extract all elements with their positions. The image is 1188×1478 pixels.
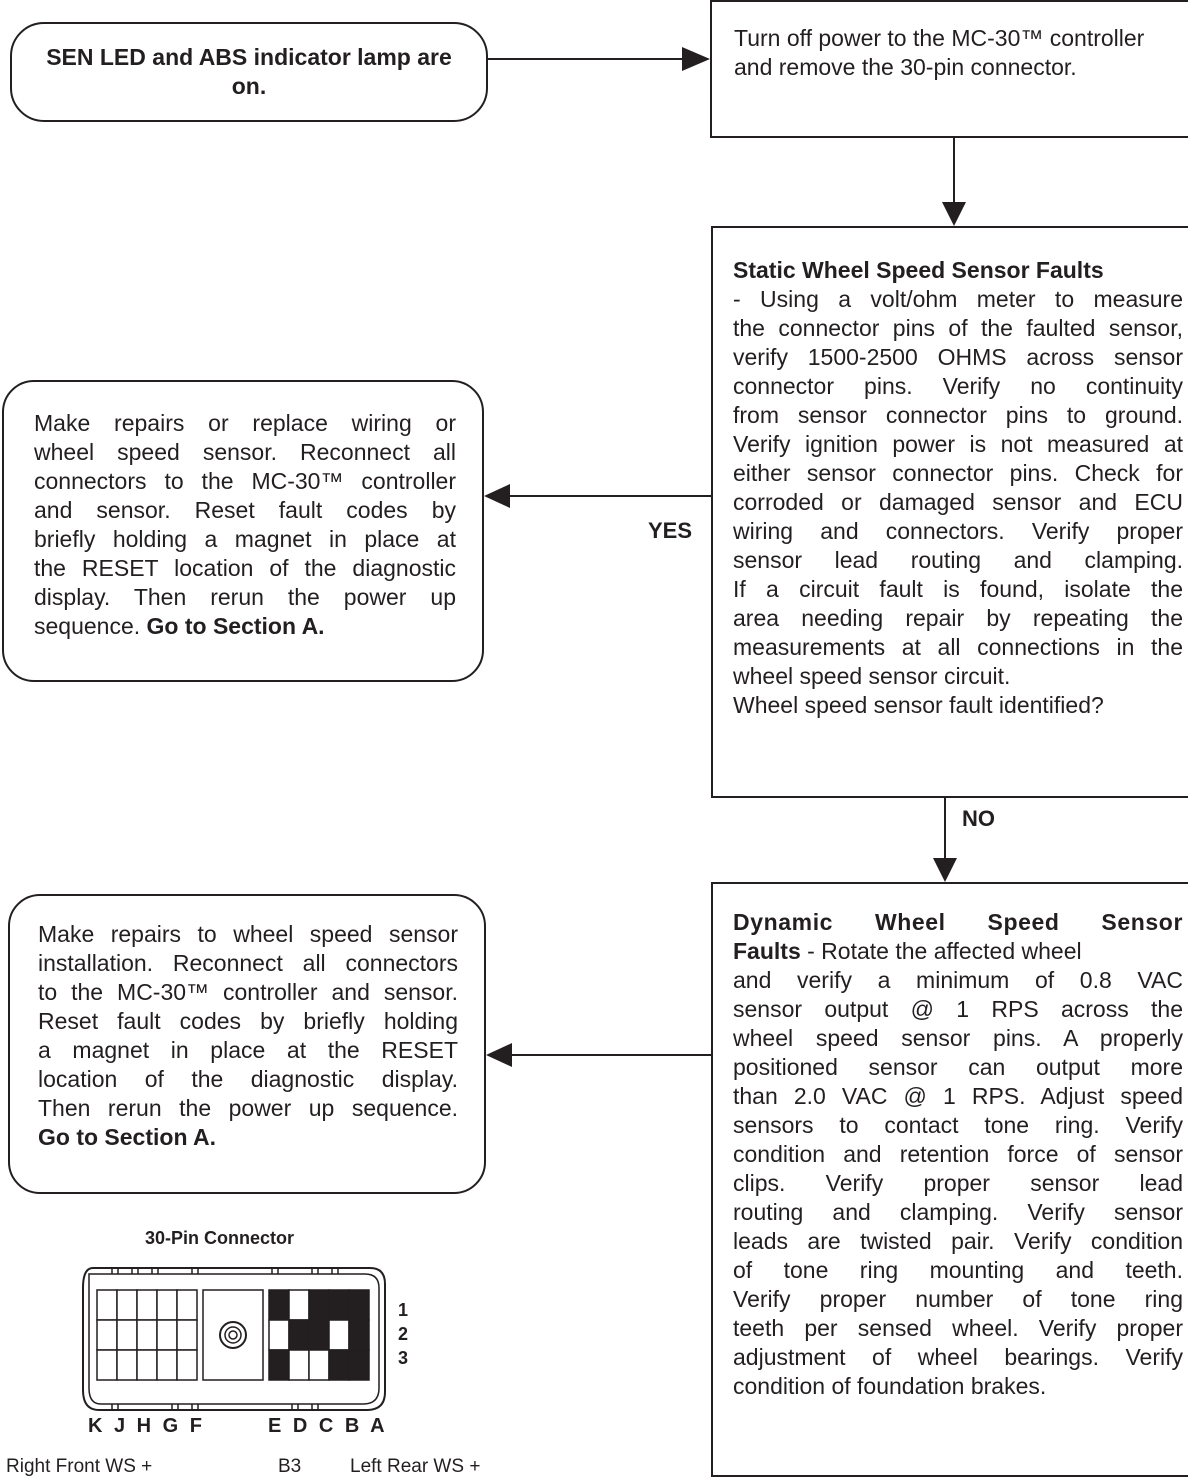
step2-question: Wheel speed sensor fault identified? xyxy=(733,692,1104,718)
connector-title: 30-Pin Connector xyxy=(145,1228,295,1248)
connector-housing xyxy=(82,1267,386,1411)
step3-box: Dynamic Wheel Speed Sensor Faults - Rota… xyxy=(711,882,1188,1477)
step3-line: wheel speed sensor pins. A properly xyxy=(733,1025,1183,1051)
step3-title-b: Faults xyxy=(733,938,801,964)
start-box: SEN LED and ABS indicator lamp are on. xyxy=(10,22,488,122)
pin-row-2: 2 xyxy=(398,1324,409,1344)
pin-letters-left: K J H G F xyxy=(88,1415,206,1437)
step3-line: and verify a minimum of 0.8 VAC xyxy=(733,967,1183,993)
yes-label: YES xyxy=(648,518,693,543)
step3-first-line: Faults - Rotate the affected wheel xyxy=(733,937,1183,966)
step3-line: clips. Verify proper sensor lead xyxy=(733,1170,1183,1196)
step2-line: the connector pins of the faulted sensor… xyxy=(733,315,1183,341)
step2-line: either sensor connector pins. Check for xyxy=(733,460,1183,486)
step3-line: sensor output @ 1 RPS across the xyxy=(733,996,1183,1022)
step3-line: condition and retention force of sensor xyxy=(733,1141,1183,1167)
connector-pins-left xyxy=(96,1289,198,1381)
repair1-line: wheel speed sensor. Reconnect all xyxy=(34,439,456,465)
connector-tabs xyxy=(111,1267,339,1411)
legend-left: Right Front WS + xyxy=(6,1456,153,1477)
step3-line: Verify proper number of tone ring xyxy=(733,1286,1183,1312)
step3-last-line: condition of foundation brakes. xyxy=(733,1373,1047,1399)
step3-title-a: Dynamic Wheel Speed Sensor xyxy=(733,909,1183,935)
step2-line: Verify ignition power is not measured at xyxy=(733,431,1183,457)
pin-row-3: 3 xyxy=(398,1348,409,1368)
legend-right: Left Rear WS + xyxy=(350,1456,481,1477)
step1-box: Turn off power to the MC-30™ controller … xyxy=(710,0,1188,138)
connector-key-circle xyxy=(219,1321,247,1349)
step2-title: Static Wheel Speed Sensor Faults xyxy=(733,257,1104,283)
step2-line: corroded or damaged sensor and ECU xyxy=(733,489,1183,515)
connector-key xyxy=(202,1289,264,1381)
step2-line: sensor lead routing and clamping. xyxy=(733,547,1183,573)
repair1-line: briefly holding a magnet in place at xyxy=(34,526,456,552)
step3-first-rest: - Rotate the affected wheel xyxy=(800,938,1082,964)
repair1-line: Make repairs or replace wiring or xyxy=(34,410,456,436)
step3-line: routing and clamping. Verify sensor xyxy=(733,1199,1183,1225)
repair2-line: installation. Reconnect all connectors xyxy=(38,950,458,976)
step2-line: wheel speed sensor circuit. xyxy=(733,663,1011,689)
pin-row-1: 1 xyxy=(398,1300,409,1320)
arrow-no-to-step3 xyxy=(933,798,957,882)
repair2-line: Then rerun the power up sequence. xyxy=(38,1095,458,1121)
connector-diagram xyxy=(82,1267,386,1411)
step2-line: - Using a volt/ohm meter to measure xyxy=(733,286,1183,312)
repair2-line: Reset fault codes by briefly holding xyxy=(38,1008,458,1034)
repair1-line: display. Then rerun the power up xyxy=(34,584,456,610)
repair1-line: connectors to the MC-30™ controller xyxy=(34,468,456,494)
pin-letters-right: E D C B A xyxy=(268,1415,388,1437)
repair2-line: location of the diagnostic display. xyxy=(38,1066,458,1092)
repair2-line: Make repairs to wheel speed sensor xyxy=(38,921,458,947)
start-text: SEN LED and ABS indicator lamp are on. xyxy=(46,44,452,99)
arrow-start-to-step1 xyxy=(488,47,710,71)
repair1-goto: Go to Section A. xyxy=(146,613,325,639)
step3-line: of tone ring mounting and teeth. xyxy=(733,1257,1183,1283)
no-label: NO xyxy=(962,806,995,831)
step3-line: sensors to contact tone ring. Verify xyxy=(733,1112,1183,1138)
step2-line: wiring and connectors. Verify proper xyxy=(733,518,1183,544)
repair2-goto: Go to Section A. xyxy=(38,1124,217,1150)
connector-pins-right xyxy=(268,1289,370,1381)
step1-text: Turn off power to the MC-30™ controller … xyxy=(734,25,1145,80)
repair2-line: to the MC-30™ controller and sensor. xyxy=(38,979,458,1005)
step3-line: than 2.0 VAC @ 1 RPS. Adjust speed xyxy=(733,1083,1183,1109)
step3-line: positioned sensor can output more xyxy=(733,1054,1183,1080)
step2-line: verify 1500-2500 OHMS across sensor xyxy=(733,344,1183,370)
repair1-last-line: sequence. Go to Section A. xyxy=(34,612,456,641)
step2-box: Static Wheel Speed Sensor Faults - Using… xyxy=(711,226,1188,798)
repair1-line: and sensor. Reset fault codes by xyxy=(34,497,456,523)
step3-line: teeth per sensed wheel. Verify proper xyxy=(733,1315,1183,1341)
step2-line: area needing repair by repeating the xyxy=(733,605,1183,631)
repair1-box: Make repairs or replace wiring or wheel … xyxy=(2,380,484,682)
arrow-step3-to-repair2 xyxy=(486,1043,711,1067)
arrow-step1-to-step2 xyxy=(942,138,966,226)
repair1-last-text: sequence. xyxy=(34,613,141,639)
step2-line: measurements at all connections in the xyxy=(733,634,1183,660)
step3-line: leads are twisted pair. Verify condition xyxy=(733,1228,1183,1254)
repair1-line: the RESET location of the diagnostic xyxy=(34,555,456,581)
step3-line: adjustment of wheel bearings. Verify xyxy=(733,1344,1183,1370)
legend-mid: B3 xyxy=(278,1456,302,1477)
step2-line: If a circuit fault is found, isolate the xyxy=(733,576,1183,602)
repair2-line: a magnet in place at the RESET xyxy=(38,1037,458,1063)
step2-line: connector pins. Verify no continuity xyxy=(733,373,1183,399)
arrow-yes-to-repair1 xyxy=(484,484,711,508)
repair2-box: Make repairs to wheel speed sensor insta… xyxy=(8,894,486,1194)
step2-line: from sensor connector pins to ground. xyxy=(733,402,1183,428)
